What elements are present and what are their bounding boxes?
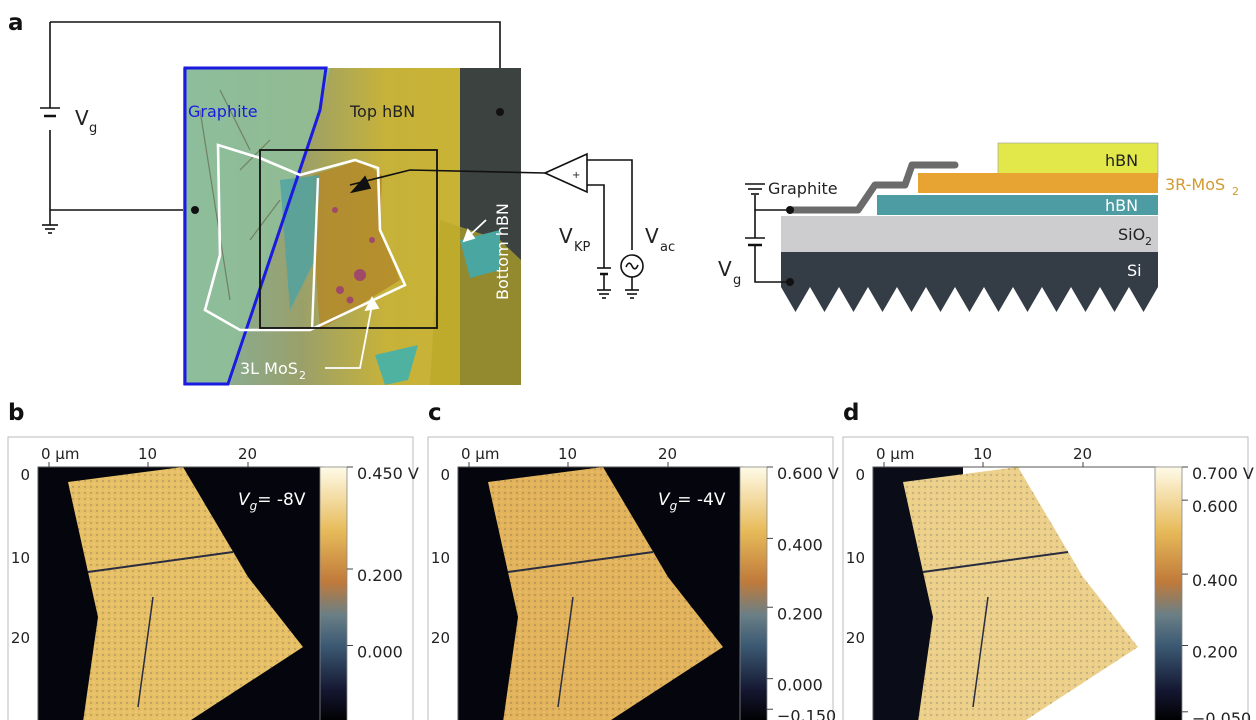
y-tick-label: 10 [11,549,30,567]
vkp-subscript: KP [574,240,591,255]
y-tick-label: 20 [431,629,450,647]
layer-sio2 [781,216,1158,252]
mos2-label: 3L MoS [240,359,298,378]
colorbar [1154,466,1183,720]
stack-si-contact [786,278,794,286]
colorbar-tick-label: 0.400 [1192,571,1238,590]
colorbar-tick-label: 0.000 [777,676,823,695]
x-tick-label: 20 [238,445,257,463]
y-tick-label: 20 [11,629,30,647]
colorbar-tick-label: 0.200 [1192,643,1238,662]
colorbar-tick-label: 0.600 [1192,497,1238,516]
gate-contact-dot [496,108,504,116]
panel-label-d: d [843,400,859,426]
vac-subscript: ac [660,240,675,255]
y-tick-label: 0 [440,466,450,484]
gate-voltage-label: V [75,106,89,130]
x-tick-label: 20 [1073,445,1092,463]
y-tick-label: 0 [20,466,30,484]
flake-texture [903,467,1138,720]
colorbar-tick-label: 0.450 V [357,464,419,483]
x-tick-label: 10 [138,445,157,463]
flake-texture [68,467,303,720]
amplifier-plus: + [572,170,580,181]
stack-gate-circuit [745,183,790,283]
device-stack [781,142,1159,312]
optical-micrograph [183,66,521,386]
x-tick-label: 20 [658,445,677,463]
gate-voltage-subscript: g [89,121,97,136]
flake-crack [922,551,1069,573]
layer-mos2 [918,173,1158,193]
stack-mos2-label: 3R-MoS [1165,175,1225,194]
flake-edge [557,596,574,708]
y-tick-label: 0 [855,466,865,484]
stack-vg-subscript: g [733,273,741,288]
y-tick-label: 10 [431,549,450,567]
flake-texture [488,467,723,720]
x-tick-label: 10 [558,445,577,463]
layer-top-hbn [997,142,1159,179]
stack-top-hbn-label: hBN [1105,151,1138,170]
stack-sio2-label: SiO [1118,225,1145,244]
graphite-contact-dot [191,206,199,214]
layer-si [781,252,1158,287]
flake-crack [507,551,654,573]
colorbar-tick-label: 0.200 [777,604,823,623]
flake-edge [137,596,154,708]
y-tick-label: 20 [846,629,865,647]
stack-si-label: Si [1127,261,1142,280]
mos2-label-subscript: 2 [299,369,306,382]
colorbar-tick-label: 0.700 V [1192,464,1254,483]
x-tick-label: 0 µm [461,445,499,463]
colorbar [739,466,768,720]
stack-sio2-subscript: 2 [1145,235,1152,248]
layer-graphite [786,161,959,214]
y-tick-label: 10 [846,549,865,567]
flake-crack [87,551,234,573]
flake-edge [972,596,989,708]
colorbar-tick-label: 0.400 [777,535,823,554]
stack-bottom-hbn-label: hBN [1105,196,1138,215]
graphite-label: Graphite [188,102,258,121]
vkp-label: V [559,224,573,248]
panel-label-a: a [8,10,24,36]
colorbar-tick-label: 0.000 [357,643,403,662]
top-hbn-label: Top hBN [349,102,415,121]
panel-label-c: c [428,400,442,426]
vac-label: V [645,224,659,248]
colorbar-tick-label: −0.050 [1192,709,1251,720]
gate-voltage-annotation: Vg= -4V [658,490,726,513]
stack-graphite-contact [786,206,794,214]
stack-graphite-label: Graphite [768,179,838,198]
gate-voltage-annotation: Vg= 0V [1073,490,1135,513]
colorbar-tick-label: 0.600 V [777,464,839,483]
substrate-teeth [781,287,1158,312]
colorbar [319,466,348,720]
stack-mos2-subscript: 2 [1232,185,1239,198]
stack-vg-label: V [718,257,732,281]
bottom-hbn-label: Bottom hBN [493,203,512,300]
x-tick-label: 10 [973,445,992,463]
kpfm-circuit [349,152,644,299]
gate-voltage-annotation: Vg= -8V [238,490,306,513]
x-tick-label: 0 µm [876,445,914,463]
panel-label-b: b [8,400,24,426]
layer-bottom-hbn [877,195,1158,215]
annotation-arrows [325,219,487,369]
x-tick-label: 0 µm [41,445,79,463]
colorbar-tick-label: −0.150 [777,706,836,720]
colorbar-tick-label: 0.200 [357,566,403,585]
